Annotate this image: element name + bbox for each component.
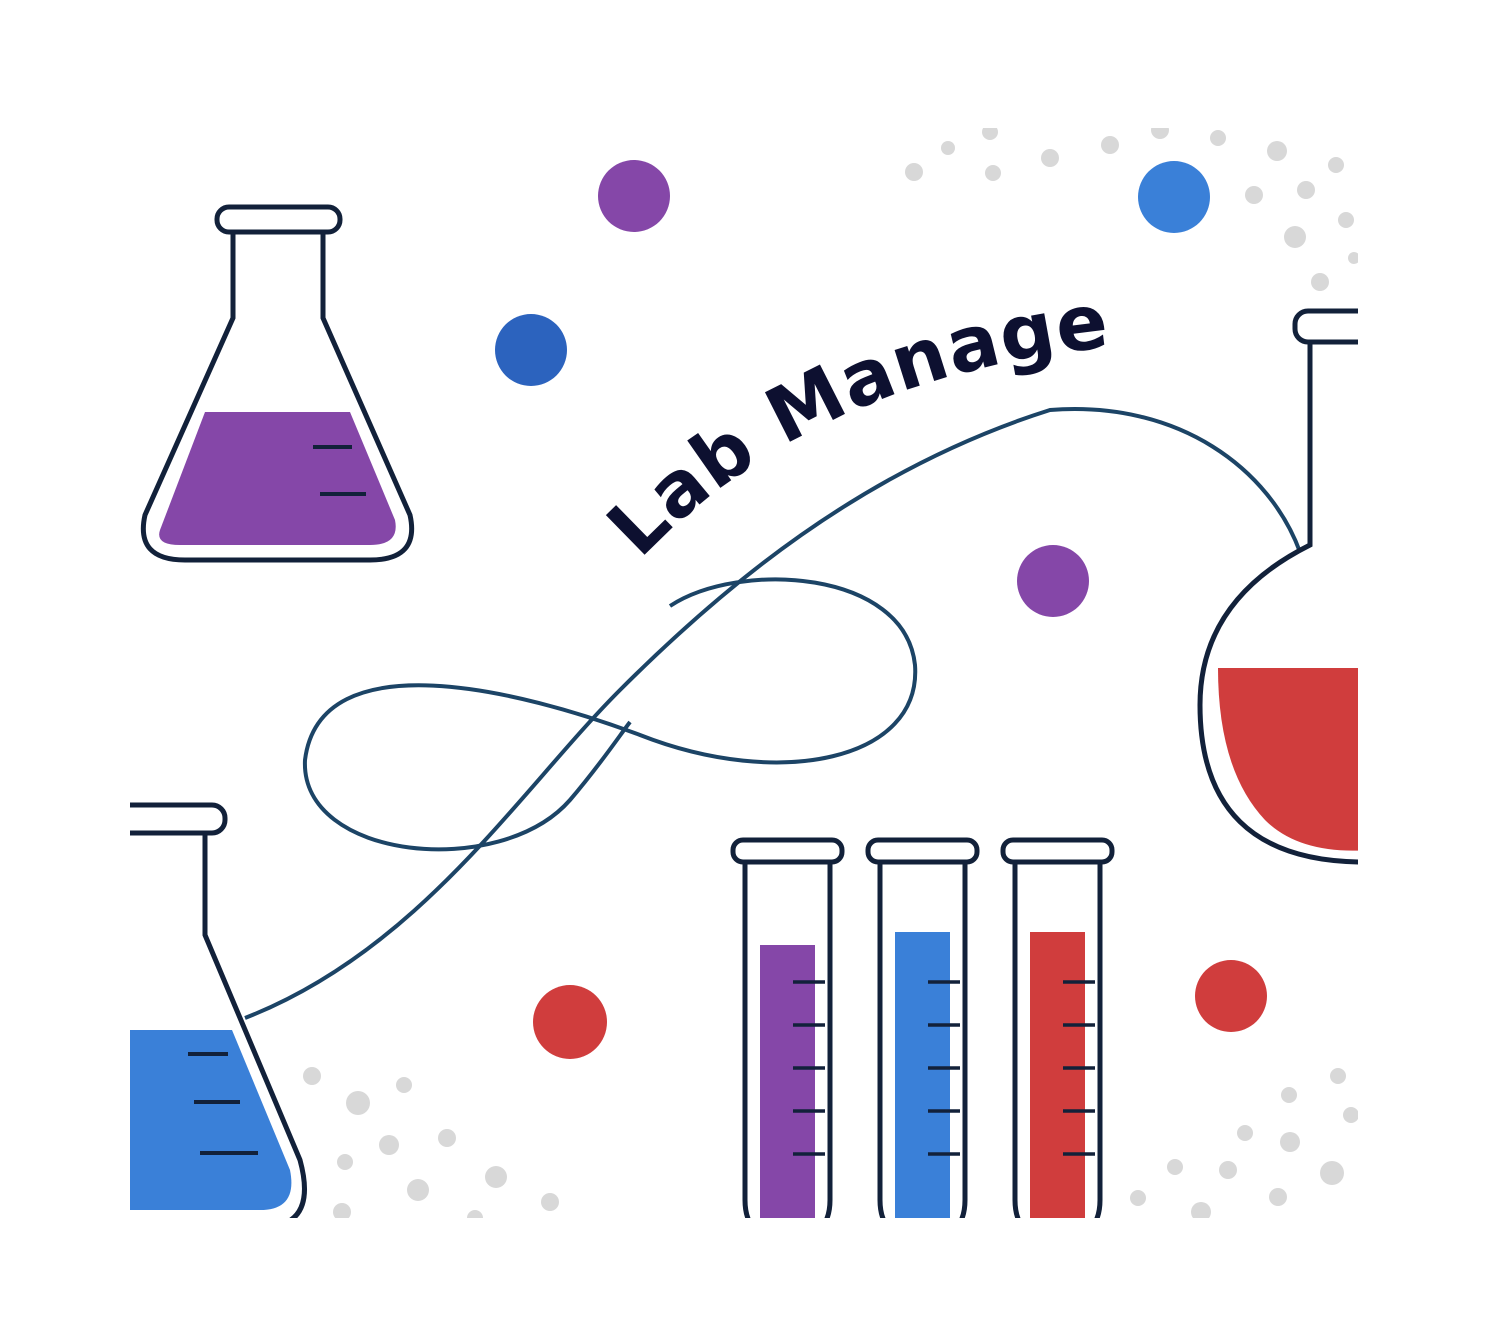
gray-dot [1151,128,1169,139]
gray-dot [485,1166,507,1188]
red-dot [533,985,607,1059]
gray-dot [1191,1202,1211,1218]
gray-dot [1338,212,1354,228]
gray-dot [1284,226,1306,248]
gray-dot [1280,1132,1300,1152]
gray-dot [407,1179,429,1201]
gray-dot [905,163,923,181]
connecting-curve [244,407,1302,1020]
gray-dots [303,128,1358,1218]
gray-dot [1245,186,1263,204]
test-tube [730,837,845,1218]
test-tube [1000,837,1115,1218]
gray-dot [985,165,1001,181]
gray-dot [1297,181,1315,199]
purple-dot [1017,545,1089,617]
gray-dot [1330,1068,1346,1084]
round-flask-red [1197,308,1358,865]
gray-dot [1210,130,1226,146]
gray-dot [467,1210,483,1218]
gray-dot [1267,141,1287,161]
gray-dot [396,1077,412,1093]
gray-dot [337,1154,353,1170]
blue-dot [495,314,567,386]
gray-dot [1237,1125,1253,1141]
gray-dot [1328,157,1344,173]
gray-dot [303,1067,321,1085]
gray-dot [333,1203,351,1218]
gray-dot [346,1091,370,1115]
gray-dot [982,128,998,140]
gray-dot [1269,1188,1287,1206]
gray-dot [1101,136,1119,154]
logo-title: Lab Manager [0,0,1113,573]
gray-dot [379,1135,399,1155]
gray-dot [1130,1190,1146,1206]
erlenmeyer-flask-blue [130,802,307,1218]
gray-dot [1219,1161,1237,1179]
gray-dot [438,1129,456,1147]
gray-dot [1320,1161,1344,1185]
gray-dot [1041,149,1059,167]
gray-dot [1343,1107,1358,1123]
blue-dot [1138,161,1210,233]
red-dot [1195,960,1267,1032]
gray-dot [1348,252,1358,264]
test-tube [865,837,980,1218]
gray-dot [1167,1159,1183,1175]
gray-dot [541,1193,559,1211]
purple-dot [598,160,670,232]
gray-dot [941,141,955,155]
gray-dot [1281,1087,1297,1103]
gray-dot [1311,273,1329,291]
erlenmeyer-flask-purple [140,204,415,563]
